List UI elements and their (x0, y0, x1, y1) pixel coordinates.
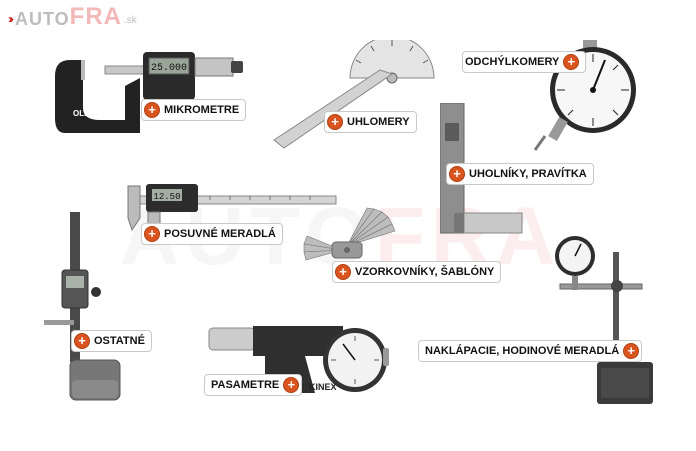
category-vzorkovniky[interactable]: + VZORKOVNÍKY, ŠABLÓNY (332, 261, 502, 283)
logo-auto-text: AUTO (15, 9, 70, 29)
plus-icon: + (144, 226, 160, 242)
category-pasametre-label: PASAMETRE (211, 379, 280, 391)
height-gauge-image[interactable] (40, 210, 125, 405)
category-mikrometre-label: MIKROMETRE (164, 104, 240, 116)
category-naklapacie-label: NAKLÁPACIE, HODINOVÉ MERADLÁ (425, 345, 620, 357)
caliper-display-text: 12.50 (153, 192, 180, 202)
plus-icon: + (327, 114, 343, 130)
category-uhlomery[interactable]: + UHLOMERY (324, 111, 417, 133)
category-odchylkomery-label: ODCHÝLKOMERY (465, 56, 560, 68)
category-posuvne-label: POSUVNÉ MERADLÁ (164, 228, 276, 240)
micrometer-brand-text: OLE (73, 109, 90, 118)
category-ostatne[interactable]: + OSTATNÉ (71, 330, 152, 352)
square-image[interactable] (440, 103, 525, 238)
site-logo[interactable]: ››› AUTO FRA .sk (8, 3, 137, 30)
pasameter-brand-text: KINEX (309, 382, 337, 392)
plus-icon: + (144, 102, 160, 118)
plus-icon: + (449, 166, 465, 182)
category-naklapacie[interactable]: NAKLÁPACIE, HODINOVÉ MERADLÁ + (418, 340, 643, 362)
category-ostatne-label: OSTATNÉ (94, 335, 145, 347)
category-uholniky-label: UHOLNÍKY, PRAVÍTKA (469, 168, 587, 180)
category-mikrometre[interactable]: + MIKROMETRE (141, 99, 247, 121)
category-uhlomery-label: UHLOMERY (347, 116, 410, 128)
logo-tld-text: .sk (124, 15, 137, 26)
category-vzorkovniky-label: VZORKOVNÍKY, ŠABLÓNY (355, 266, 495, 278)
plus-icon: + (623, 343, 640, 359)
gauge-set-image[interactable] (292, 206, 402, 286)
category-uholniky[interactable]: + UHOLNÍKY, PRAVÍTKA (446, 163, 594, 185)
magnetic-stand-image[interactable] (545, 222, 655, 407)
category-pasametre[interactable]: PASAMETRE + (204, 374, 303, 396)
protractor-image[interactable] (270, 40, 440, 155)
logo-fra-text: FRA (69, 3, 122, 30)
category-posuvne[interactable]: + POSUVNÉ MERADLÁ (141, 223, 283, 245)
micrometer-display-text: 25.000 (151, 63, 187, 74)
logo-arrows-icon: ››› (8, 12, 14, 26)
plus-icon: + (74, 333, 90, 349)
plus-icon: + (335, 264, 351, 280)
category-odchylkomery[interactable]: ODCHÝLKOMERY + (462, 51, 587, 73)
micrometer-image[interactable]: 25.000 OLE (45, 48, 245, 138)
plus-icon: + (283, 377, 300, 393)
plus-icon: + (563, 54, 580, 70)
